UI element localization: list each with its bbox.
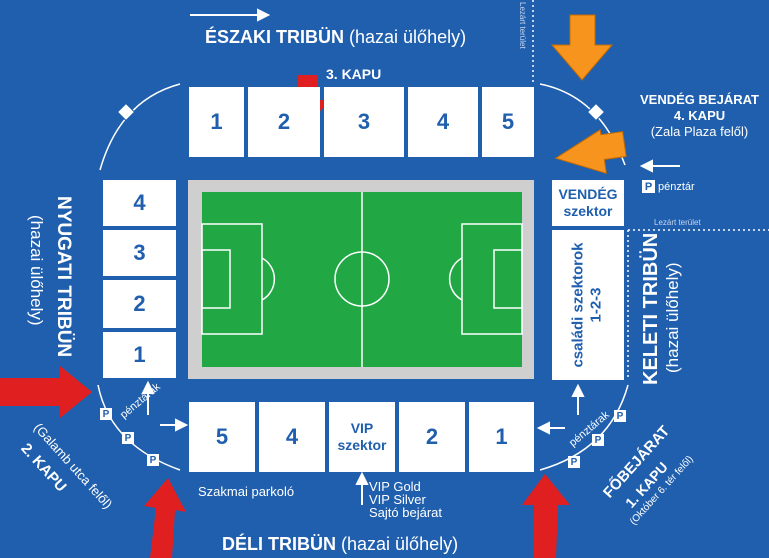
north-subtitle: (hazai ülőhely) <box>349 27 467 47</box>
orange-arrows <box>550 14 627 175</box>
north-title-text: ÉSZAKI TRIBÜN <box>205 27 344 47</box>
red-arrows <box>0 75 570 558</box>
west-subtitle: (hazai ülőhely) <box>27 215 46 326</box>
orange-arrow-east <box>554 128 627 175</box>
family-sector-line2: 1-2-3 <box>588 287 605 323</box>
red-arrow-southwest <box>144 478 186 558</box>
red-arrow-west <box>0 366 92 418</box>
south-sector-1[interactable]: 1 <box>469 402 534 472</box>
guest-sector[interactable]: VENDÉG szektor <box>552 180 624 226</box>
direction-arrows <box>141 8 680 505</box>
pitch-lines <box>201 192 523 367</box>
vip-gold-label: VIP Gold <box>369 479 421 494</box>
vip-line2: szektor <box>337 437 387 453</box>
north-sector-3[interactable]: 3 <box>324 87 404 157</box>
north-sector-1[interactable]: 1 <box>189 87 244 157</box>
guest-sector-line1: VENDÉG <box>558 186 618 202</box>
main-parking-icon-1: P <box>568 456 580 468</box>
east-subtitle: (hazai ülőhely) <box>663 262 682 373</box>
north-sector-2[interactable]: 2 <box>248 87 320 157</box>
south-title-text: DÉLI TRIBÜN <box>222 534 336 554</box>
west-sector-1[interactable]: 1 <box>103 332 176 378</box>
east-cash-label: pénztár <box>658 181 695 193</box>
south-sector-2[interactable]: 2 <box>399 402 465 472</box>
west-title: NYUGATI TRIBÜN <box>53 196 74 358</box>
vip-silver-label: VIP Silver <box>369 492 426 507</box>
south-title: DÉLI TRIBÜN (hazai ülőhely) <box>222 534 458 555</box>
main-parking-icon-3: P <box>614 410 626 422</box>
south-sector-4[interactable]: 4 <box>259 402 325 472</box>
east-title: KELETI TRIBÜN <box>640 232 662 385</box>
family-sector[interactable]: családi szektorok 1-2-3 <box>552 230 624 380</box>
gate-icons <box>116 102 606 122</box>
south-subtitle: (hazai ülőhely) <box>341 534 459 554</box>
west-sector-2[interactable]: 2 <box>103 280 176 328</box>
west-parking-icon-3: P <box>147 454 159 466</box>
press-entrance-label: Sajtó bejárat <box>369 505 442 520</box>
west-sector-4[interactable]: 4 <box>103 180 176 226</box>
north-title: ÉSZAKI TRIBÜN (hazai ülőhely) <box>205 27 466 48</box>
south-vip-sector[interactable]: VIP szektor <box>329 402 395 472</box>
west-sector-3[interactable]: 3 <box>103 230 176 276</box>
guest-sector-line2: szektor <box>563 203 613 219</box>
orange-arrow-north <box>550 14 614 81</box>
west-parking-icon-2: P <box>122 432 134 444</box>
north-sector-4[interactable]: 4 <box>408 87 478 157</box>
red-arrow-south <box>522 474 570 558</box>
family-sector-line1: családi szektorok <box>570 242 587 368</box>
guest-entrance-block: VENDÉG BEJÁRAT 4. KAPU (Zala Plaza felől… <box>630 92 769 140</box>
north-closed-label: Lezárt terület <box>518 2 527 49</box>
east-closed-label: Lezárt terület <box>654 218 701 227</box>
guest-entrance-label: VENDÉG BEJÁRAT <box>640 92 759 107</box>
vip-line1: VIP <box>350 420 374 436</box>
east-parking-icon: P <box>642 180 655 193</box>
vip-entrance-block: VIP Gold VIP Silver Sajtó bejárat <box>369 480 442 519</box>
guest-gate-label: 4. KAPU <box>673 108 726 123</box>
north-gate-label: 3. KAPU <box>326 66 382 82</box>
main-parking-icon-2: P <box>592 434 604 446</box>
north-sector-5[interactable]: 5 <box>482 87 534 157</box>
south-sector-5[interactable]: 5 <box>189 402 255 472</box>
parking-label: Szakmai parkoló <box>198 484 295 499</box>
outline-nw-arc <box>99 83 181 171</box>
west-parking-icon-1: P <box>100 408 112 420</box>
guest-from-label: (Zala Plaza felől) <box>650 124 749 139</box>
east-title-block: KELETI TRIBÜN (hazai ülőhely) <box>640 233 683 385</box>
